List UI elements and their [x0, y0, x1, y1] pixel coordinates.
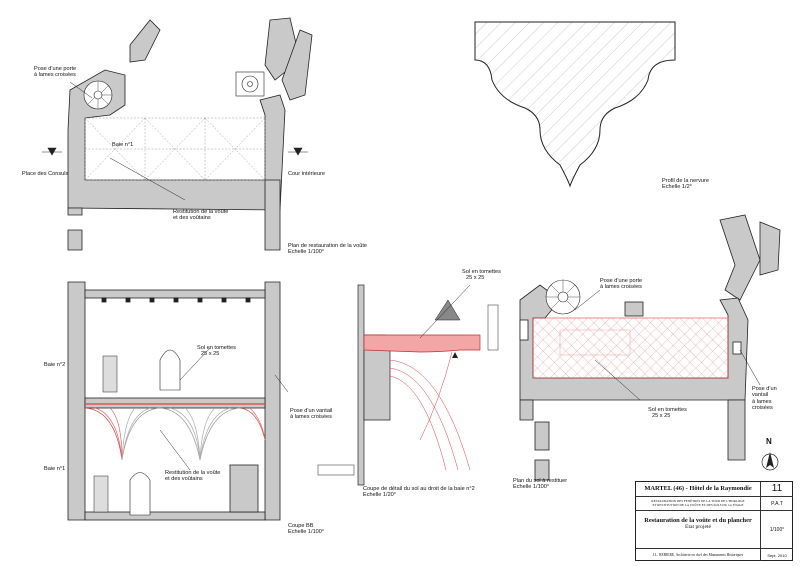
title-block: MARTEL (46) - Hôtel de la Raymondie REST…	[635, 481, 793, 561]
vault-plan-dotted	[84, 117, 266, 181]
plan-sol-restituer	[519, 214, 781, 481]
rib-profile	[474, 21, 676, 188]
title-block-title: MARTEL (46) - Hôtel de la Raymondie	[644, 485, 752, 492]
label-cour-interieure: Cour intérieure	[288, 171, 325, 177]
leaders-section	[159, 347, 289, 471]
title-block-subtitle: RESTAURATION DES FENÊTRES DE LA TOUR DE …	[636, 496, 760, 510]
plan-restauration-voute	[67, 17, 313, 251]
north-label: N	[766, 437, 772, 446]
detail-triangle	[434, 299, 461, 321]
coupe-bb	[67, 281, 281, 521]
stair-tower-left	[83, 80, 113, 110]
leaders-plan-top	[69, 81, 186, 201]
vault-arches-restored	[84, 407, 266, 461]
coupe-detail-sol	[317, 284, 499, 486]
floor-hatch-area	[532, 317, 729, 379]
stair-tower-floor	[545, 279, 581, 315]
level-marker-right	[288, 147, 308, 156]
caption-detail: Coupe de détail du sol au droit de la ba…	[363, 486, 475, 499]
title-block-architect: J.L. REBIERE, Architecte en chef des Mon…	[636, 548, 760, 561]
label-baie-2: Baie n°2	[44, 362, 66, 368]
title-block-scale: 1/100°	[760, 510, 793, 548]
detail-arches	[389, 351, 471, 471]
leaders-plan-floor	[574, 289, 761, 401]
title-block-date: Sept. 2010	[760, 548, 793, 561]
north-arrow	[761, 452, 779, 471]
title-block-phase: P.A.T	[760, 496, 793, 510]
title-block-sheet-title: Restauration de la voûte et du plancher …	[636, 510, 760, 548]
level-marker-left	[42, 147, 62, 156]
leader-detail	[419, 284, 471, 339]
title-block-number: 11	[760, 482, 793, 496]
label-baie-1: Baie n°1	[44, 466, 66, 472]
stair-tower-right	[235, 71, 265, 97]
label-baie-plan: Baie n°1	[112, 142, 134, 148]
label-place-consuls: Place des Consuls	[22, 171, 69, 177]
detail-rib-boss	[452, 352, 458, 358]
